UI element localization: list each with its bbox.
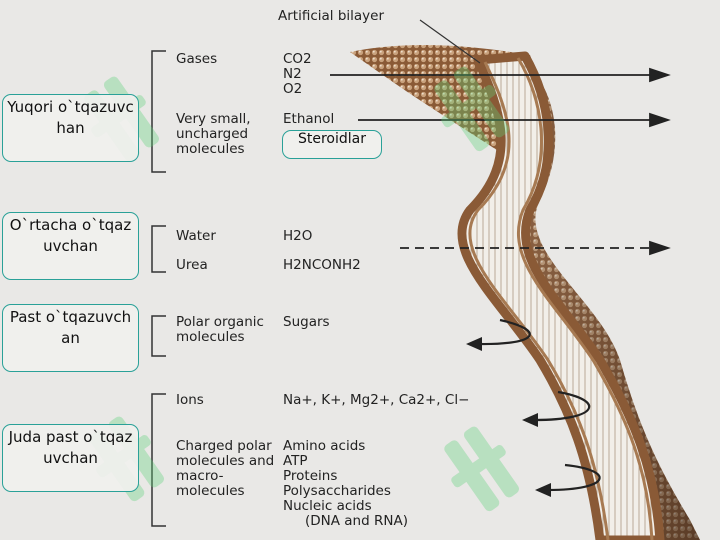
label-low-permeability: Past o`tqazuvchan [2, 304, 139, 372]
molecule-polysaccharides: Polysaccharides [283, 483, 391, 499]
category-water: Water [176, 228, 216, 244]
label-very-low-permeability: Juda past o`tqazuvchan [2, 424, 139, 492]
category-small-uncharged: Very small, uncharged molecules [176, 111, 251, 157]
label-medium-permeability: O`rtacha o`tqazuvchan [2, 212, 139, 280]
category-urea: Urea [176, 257, 208, 273]
molecule-atp: ATP [283, 453, 308, 469]
molecule-co2: CO2 [283, 51, 312, 67]
molecule-o2: O2 [283, 81, 303, 97]
permeation-arrows [330, 67, 671, 256]
membrane-label: Artificial bilayer [278, 8, 385, 24]
bilayer-cross-section [457, 51, 665, 540]
molecule-ions: Na+, K+, Mg2+, Ca2+, Cl− [283, 392, 470, 408]
reflected-arrows [477, 318, 601, 492]
label-steroids: Steroidlar [282, 130, 382, 159]
label-high-permeability: Yuqori o`tqazuvchan [2, 94, 139, 162]
molecule-proteins: Proteins [283, 468, 338, 484]
molecule-nucleic-acids: Nucleic acids [283, 498, 372, 514]
category-gases: Gases [176, 51, 218, 67]
molecule-amino-acids: Amino acids [283, 438, 366, 454]
molecule-dna-rna: (DNA and RNA) [305, 513, 408, 529]
category-charged-polar: Charged polar molecules and macro-molecu… [176, 438, 275, 499]
molecule-ethanol: Ethanol [283, 111, 335, 127]
molecule-n2: N2 [283, 66, 302, 82]
molecule-urea: H2NCONH2 [283, 257, 361, 273]
category-brackets [151, 50, 166, 527]
category-ions: Ions [176, 392, 204, 408]
molecule-water: H2O [283, 228, 313, 244]
category-polar-organic: Polar organic molecules [176, 314, 264, 345]
molecule-sugars: Sugars [283, 314, 330, 330]
